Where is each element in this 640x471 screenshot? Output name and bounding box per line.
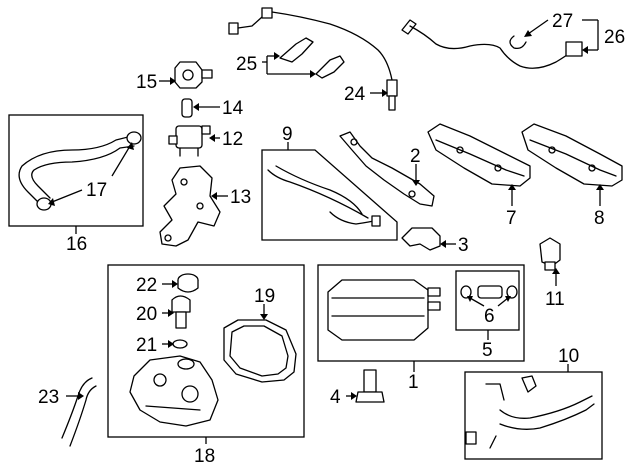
callout-26: 26 (604, 27, 625, 48)
clamp-17-b (126, 131, 142, 145)
housing-18 (129, 355, 219, 427)
callout-19: 19 (254, 286, 275, 307)
callout-7: 7 (506, 208, 517, 229)
callout-16: 16 (66, 234, 87, 255)
connector-11 (539, 237, 561, 271)
oxygen-sensor-26 (401, 19, 583, 69)
callout-8: 8 (594, 208, 605, 229)
callout-11: 11 (545, 289, 565, 310)
leader-lines (48, 19, 604, 444)
callout-24: 24 (344, 84, 366, 105)
oxygen-sensor-24 (228, 7, 398, 111)
bracket-3 (401, 227, 441, 251)
callout-labels: 15 14 12 13 25 24 27 26 17 16 9 2 3 7 8 … (38, 11, 625, 467)
callout-14: 14 (222, 98, 244, 119)
hose-assembly-9 (267, 165, 381, 227)
callout-5: 5 (482, 340, 493, 361)
callout-13: 13 (230, 187, 251, 208)
o-ring-21 (172, 339, 188, 349)
callout-21: 21 (136, 335, 157, 356)
callout-15: 15 (136, 72, 157, 93)
canister-7 (427, 123, 531, 187)
callout-4: 4 (330, 387, 341, 408)
cap-22 (177, 273, 199, 293)
callout-25: 25 (236, 54, 257, 75)
bracket-13 (159, 165, 221, 247)
bolt-4 (355, 369, 385, 403)
group-box-10 (464, 371, 603, 460)
callout-20: 20 (136, 304, 157, 325)
gasket-19 (223, 319, 297, 383)
callout-27: 27 (552, 11, 573, 32)
callout-23: 23 (38, 387, 59, 408)
hose-14 (181, 98, 193, 118)
bracket-25 (279, 37, 345, 79)
callout-6: 6 (484, 306, 495, 327)
callout-9: 9 (282, 124, 293, 145)
bracket-2 (339, 131, 435, 207)
valve-20 (171, 295, 191, 329)
callout-12: 12 (222, 129, 243, 150)
charcoal-canister-1 (327, 279, 441, 341)
group-box-1 (317, 264, 525, 362)
clip-27 (509, 35, 527, 50)
callout-17: 17 (86, 180, 107, 201)
callout-22: 22 (136, 275, 157, 296)
callout-3: 3 (458, 235, 469, 256)
group-box-9 (261, 149, 398, 241)
hose-16 (18, 131, 142, 211)
callout-10: 10 (558, 346, 579, 367)
hose-assembly-10 (465, 375, 595, 449)
group-box-16 (8, 114, 144, 227)
callout-2: 2 (410, 146, 421, 167)
purge-valve-15 (174, 61, 213, 89)
canister-8 (521, 123, 623, 187)
hose-23 (61, 377, 97, 447)
callout-18: 18 (194, 446, 215, 467)
connector-6 (460, 285, 518, 299)
callout-1: 1 (408, 372, 419, 393)
valve-12 (168, 125, 211, 157)
